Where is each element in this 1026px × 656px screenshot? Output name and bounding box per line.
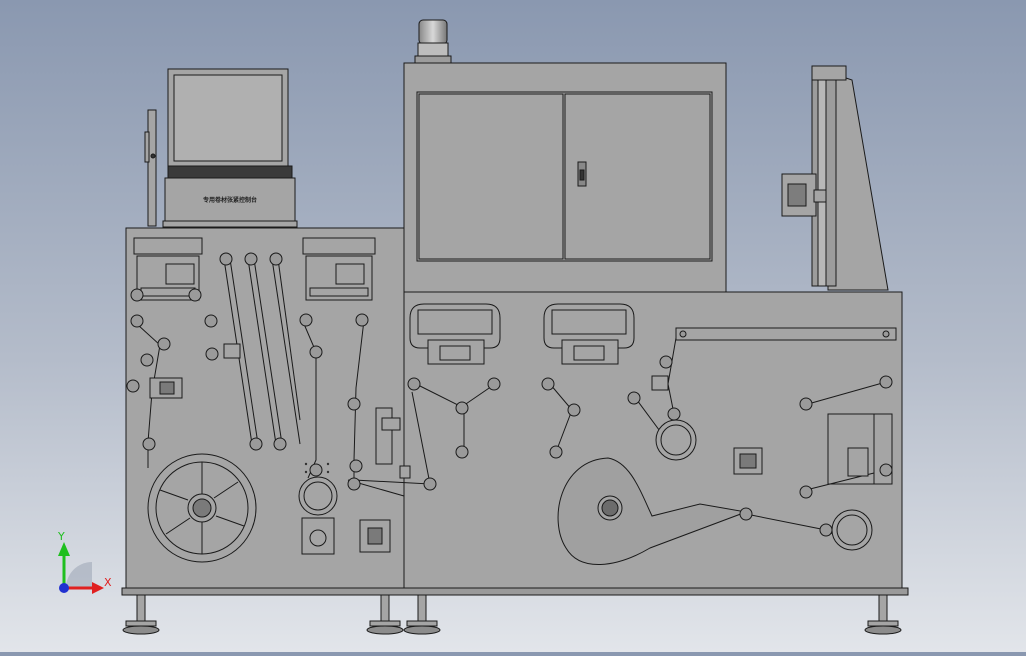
coordinate-triad: Y X bbox=[57, 530, 112, 594]
base-rail bbox=[121, 587, 909, 596]
cabinet-door-right[interactable] bbox=[564, 93, 711, 260]
leveling-foot bbox=[864, 594, 902, 635]
tension-bracket-left bbox=[133, 237, 203, 301]
servo-motor bbox=[301, 517, 335, 555]
monitor-pole bbox=[147, 109, 157, 227]
keyboard-strip bbox=[167, 165, 293, 179]
idler-rollers bbox=[126, 252, 893, 537]
unwind-reel[interactable] bbox=[147, 453, 257, 563]
monitor-screen bbox=[173, 74, 283, 162]
rewind-roller bbox=[831, 509, 873, 551]
festoon-belts bbox=[223, 258, 301, 445]
cabinet-door-left[interactable] bbox=[418, 93, 564, 260]
y-axis-label: Y bbox=[57, 530, 65, 543]
roller-bearing-dots bbox=[304, 462, 330, 474]
rewind-top-plate bbox=[675, 327, 897, 341]
console-label: 专用卷材张紧控制台 bbox=[203, 196, 257, 204]
servo-motor bbox=[359, 519, 391, 553]
rewind-cam-plate bbox=[557, 457, 748, 565]
beacon-light bbox=[414, 19, 452, 64]
rail-support-plate bbox=[827, 71, 889, 291]
servo-motor bbox=[733, 447, 763, 475]
tension-bracket-center bbox=[302, 237, 376, 301]
leveling-foot bbox=[403, 594, 441, 635]
x-axis-label: X bbox=[104, 576, 112, 589]
leveling-foot bbox=[366, 594, 404, 635]
coating-head-2 bbox=[543, 303, 635, 365]
web-guide-sensor bbox=[375, 407, 393, 465]
drive-roller bbox=[298, 476, 338, 516]
chill-roller bbox=[655, 419, 697, 461]
z-axis-dot bbox=[59, 583, 69, 593]
coating-head-1 bbox=[409, 303, 501, 365]
control-box bbox=[164, 177, 296, 223]
leveling-foot bbox=[122, 594, 160, 635]
